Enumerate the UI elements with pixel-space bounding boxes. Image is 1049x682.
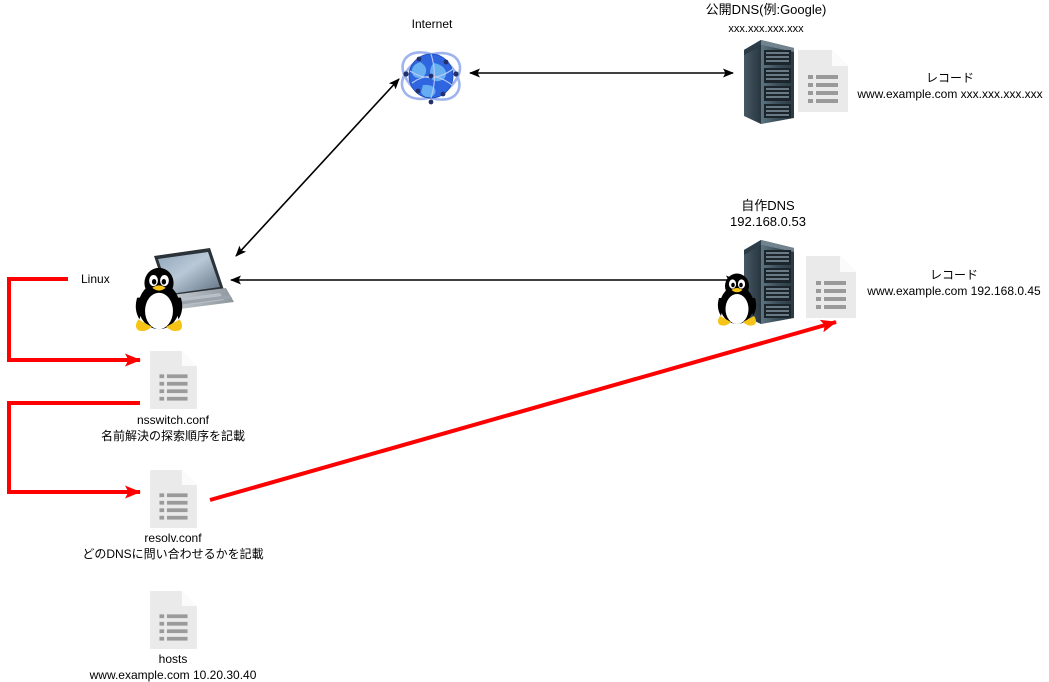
public-dns-record-value: www.example.com xxx.xxx.xxx.xxx (857, 87, 1043, 101)
own-dns-title: 自作DNS (741, 198, 795, 213)
hosts-filename: hosts (158, 652, 188, 666)
public-dns-address: xxx.xxx.xxx.xxx (728, 23, 804, 35)
client-os-label: Linux (81, 272, 110, 286)
own-dns-server-rack-icon (744, 240, 794, 324)
hosts-description: www.example.com 10.20.30.40 (89, 668, 257, 682)
nsswitch-description: 名前解決の探索順序を記載 (100, 429, 246, 443)
hosts-document-icon (150, 591, 197, 649)
internet-label: Internet (411, 17, 453, 31)
internet-globe-icon (400, 51, 462, 105)
red-arrow-resolv-to-own-dns-record (209, 319, 837, 502)
own-dns-address: 192.168.0.53 (730, 214, 806, 229)
own-dns-linux-penguin-icon (717, 273, 757, 326)
public-dns-record-document-icon (798, 50, 848, 112)
public-dns-record-title: レコード (925, 71, 975, 85)
red-connector-nsswitch-to-resolv (7, 401, 141, 499)
arrow-client-to-internet (235, 78, 400, 257)
public-dns-title: 公開DNS(例:Google) (705, 2, 827, 17)
own-dns-record-value: www.example.com 192.168.0.45 (867, 284, 1041, 298)
resolv-document-icon (150, 470, 197, 528)
client-linux-penguin-icon (135, 267, 183, 332)
nsswitch-filename: nsswitch.conf (136, 413, 210, 427)
own-dns-record-document-icon (806, 256, 856, 318)
red-connector-linux-to-nsswitch (7, 277, 141, 367)
nsswitch-document-icon (150, 351, 197, 409)
public-dns-server-rack-icon (744, 40, 794, 124)
own-dns-record-title: レコード (929, 268, 979, 282)
resolv-description: どのDNSに問い合わせるかを記載 (82, 547, 264, 561)
resolv-filename: resolv.conf (144, 531, 202, 545)
